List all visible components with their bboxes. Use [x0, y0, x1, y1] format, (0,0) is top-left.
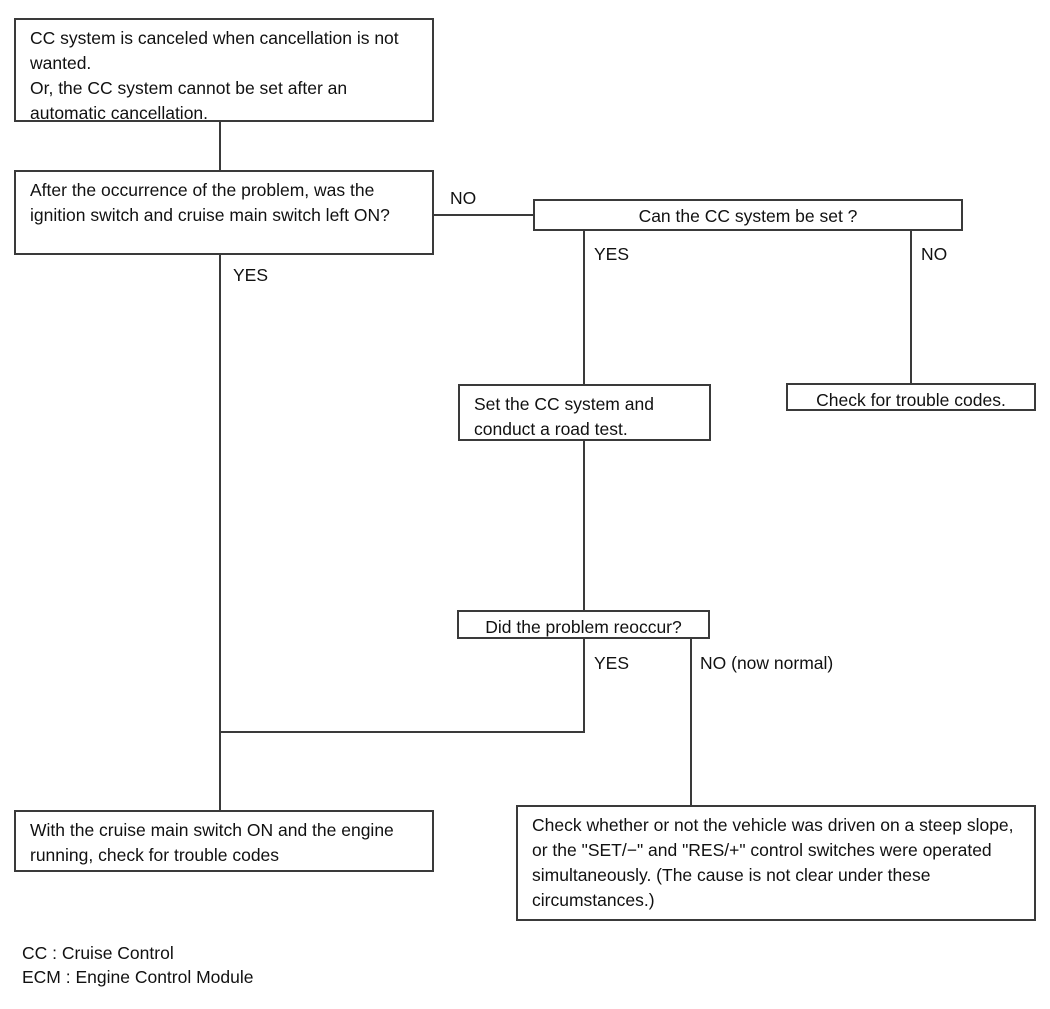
- connector-symptom-to-ignition: [219, 122, 221, 170]
- node-action-set-and-road-test: Set the CC system and conduct a road tes…: [458, 384, 711, 441]
- edge-label-can-set-yes: YES: [594, 244, 630, 264]
- edge-label-can-set-no: NO: [921, 244, 948, 264]
- node-question-ignition: After the occurrence of the problem, was…: [14, 170, 434, 255]
- edge-label-ignition-no: NO: [450, 188, 477, 208]
- legend-cc: CC : Cruise Control: [22, 943, 174, 963]
- connector-can-set-yes-vertical: [583, 231, 585, 384]
- edge-label-reoccur-no: NO (now normal): [700, 653, 834, 673]
- node-question-reoccur: Did the problem reoccur?: [457, 610, 710, 639]
- node-question-can-set: Can the CC system be set ?: [533, 199, 963, 231]
- node-action-check-codes-right: Check for trouble codes.: [786, 383, 1036, 411]
- node-action-check-steep-slope: Check whether or not the vehicle was dri…: [516, 805, 1036, 921]
- connector-reoccur-no-vertical: [690, 639, 692, 805]
- connector-ignition-yes-vertical: [219, 255, 221, 810]
- edge-label-reoccur-yes: YES: [594, 653, 630, 673]
- connector-reoccur-yes-vertical: [583, 639, 585, 733]
- node-action-check-codes-bottom: With the cruise main switch ON and the e…: [14, 810, 434, 872]
- connector-can-set-no-vertical: [910, 231, 912, 383]
- connector-road-test-to-reoccur: [583, 441, 585, 610]
- node-symptom: CC system is canceled when cancellation …: [14, 18, 434, 123]
- connector-reoccur-yes-horizontal: [219, 731, 585, 733]
- legend-ecm: ECM : Engine Control Module: [22, 967, 254, 987]
- connector-ignition-no-horizontal: [434, 214, 533, 216]
- edge-label-ignition-yes: YES: [233, 265, 269, 285]
